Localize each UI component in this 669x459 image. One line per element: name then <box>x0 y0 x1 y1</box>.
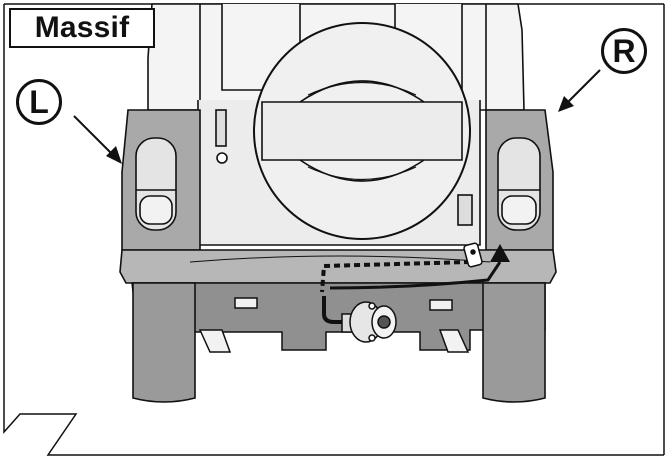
right-rear-pillar <box>485 109 554 251</box>
left-side-marker: L <box>16 79 62 125</box>
left-rear-pillar <box>121 109 201 251</box>
connector-plug <box>463 242 483 268</box>
right-side-marker: R <box>601 28 647 74</box>
wiring-harness <box>320 260 502 324</box>
spare-wheel <box>253 22 471 240</box>
routing-arrow <box>490 244 510 262</box>
tow-socket <box>341 301 397 343</box>
vehicle-title: Massif <box>9 8 155 48</box>
marker-pointers <box>73 69 601 164</box>
rear-tyres <box>132 282 546 403</box>
